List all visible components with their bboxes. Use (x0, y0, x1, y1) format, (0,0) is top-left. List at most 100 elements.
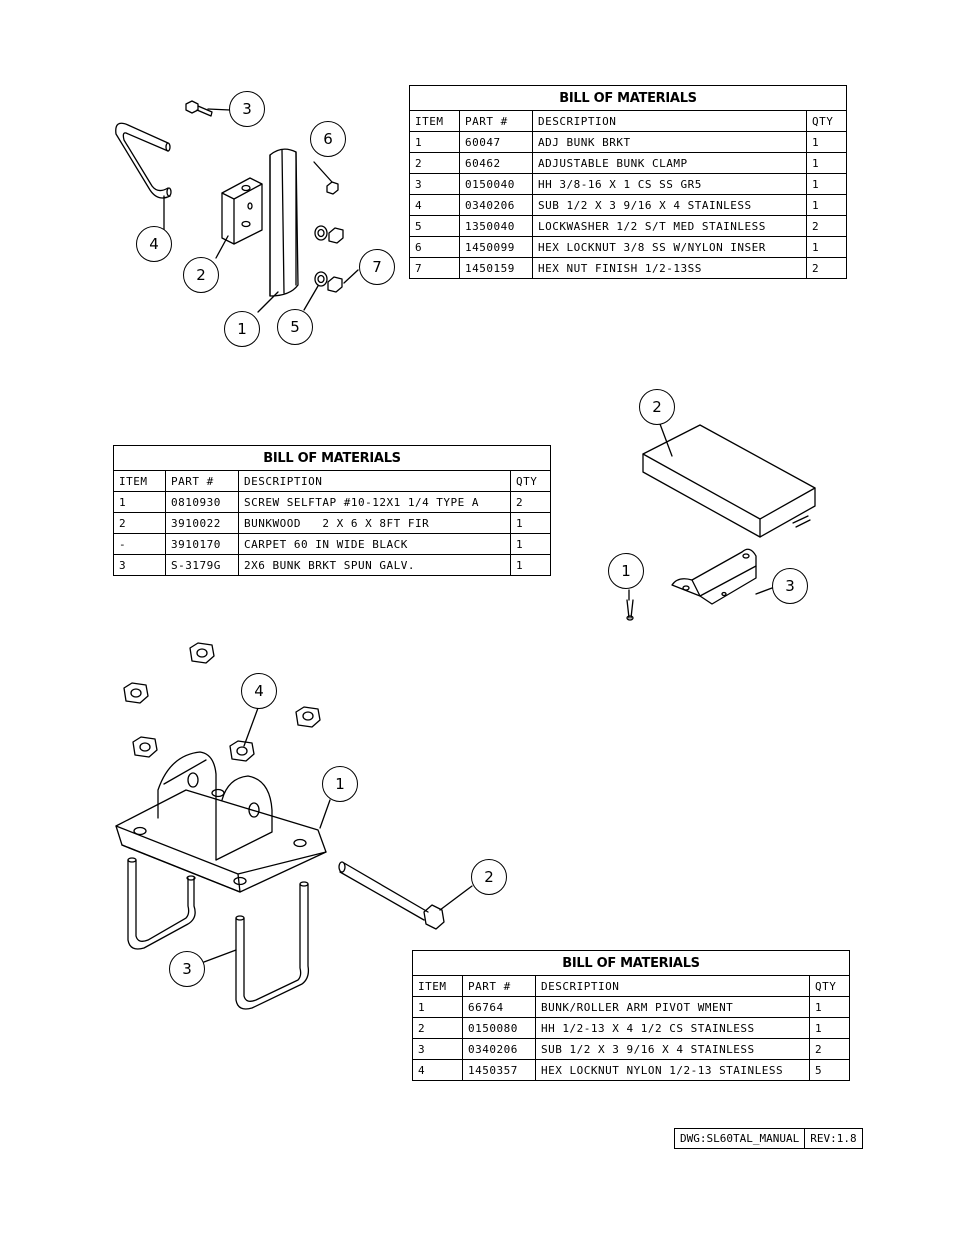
table-header-row: ITEM PART # DESCRIPTION QTY (412, 975, 850, 997)
description-cell: HH 1/2-13 X 4 1/2 CS STAINLESS (535, 1017, 810, 1039)
qty-cell: 1 (510, 533, 551, 555)
item-cell: 4 (409, 194, 460, 216)
description-cell: LOCKWASHER 1/2 S/T MED STAINLESS (532, 215, 807, 237)
qty-cell: 1 (806, 194, 847, 216)
leader-lines-2 (628, 423, 773, 601)
balloon-item: 3 (229, 91, 265, 127)
part-cell: 3910170 (165, 533, 239, 555)
item-cell: 4 (412, 1059, 463, 1081)
header-item: ITEM (113, 470, 166, 492)
pivot-bolt-drawing (338, 861, 445, 930)
description-cell: HEX NUT FINISH 1/2-13SS (532, 257, 807, 279)
revision: REV:1.8 (804, 1129, 861, 1148)
u-bolt-drawing-1 (115, 122, 172, 199)
item-cell: 1 (409, 131, 460, 153)
balloon-item: 4 (241, 673, 277, 709)
item-cell: 2 (113, 512, 166, 534)
header-item: ITEM (409, 110, 460, 132)
table-title: BILL OF MATERIALS (409, 85, 847, 111)
qty-cell: 5 (809, 1059, 850, 1081)
item-cell: 6 (409, 236, 460, 258)
description-cell: SCREW SELFTAP #10-12X1 1/4 TYPE A (238, 491, 511, 513)
description-cell: SUB 1/2 X 3 9/16 X 4 STAINLESS (532, 194, 807, 216)
description-cell: SUB 1/2 X 3 9/16 X 4 STAINLESS (535, 1038, 810, 1060)
balloon-item: 2 (471, 859, 507, 895)
nuts-drawing-1 (314, 181, 344, 293)
header-part: PART # (462, 975, 536, 997)
qty-cell: 2 (809, 1038, 850, 1060)
bill-of-materials-1: BILL OF MATERIALS ITEM PART # DESCRIPTIO… (409, 85, 847, 279)
bill-of-materials-3: BILL OF MATERIALS ITEM PART # DESCRIPTIO… (412, 950, 850, 1081)
bolt-drawing (185, 100, 213, 117)
qty-cell: 1 (806, 173, 847, 195)
item-cell: 2 (412, 1017, 463, 1039)
description-cell: BUNKWOOD 2 X 6 X 8FT FIR (238, 512, 511, 534)
table-title: BILL OF MATERIALS (412, 950, 850, 976)
part-cell: 66764 (462, 996, 536, 1018)
part-cell: 60047 (459, 131, 533, 153)
header-qty: QTY (809, 975, 850, 997)
balloon-item: 3 (772, 568, 808, 604)
part-cell: 0340206 (462, 1038, 536, 1060)
balloon-item: 3 (169, 951, 205, 987)
leader-lines-1 (163, 108, 359, 313)
qty-cell: 1 (806, 131, 847, 153)
item-cell: 3 (113, 554, 166, 576)
balloon-item: 6 (310, 121, 346, 157)
qty-cell: 2 (510, 491, 551, 513)
qty-cell: 2 (806, 215, 847, 237)
table-title: BILL OF MATERIALS (113, 445, 551, 471)
part-cell: 0150040 (459, 173, 533, 195)
part-cell: 1450357 (462, 1059, 536, 1081)
part-cell: 0810930 (165, 491, 239, 513)
part-cell: 0340206 (459, 194, 533, 216)
qty-cell: 1 (510, 512, 551, 534)
header-part: PART # (459, 110, 533, 132)
qty-cell: 1 (809, 996, 850, 1018)
item-cell: 1 (113, 491, 166, 513)
bunk-bracket-drawing (269, 148, 299, 297)
description-cell: HEX LOCKNUT 3/8 SS W/NYLON INSER (532, 236, 807, 258)
item-cell: 1 (412, 996, 463, 1018)
description-cell: BUNK/ROLLER ARM PIVOT WMENT (535, 996, 810, 1018)
table-header-row: ITEM PART # DESCRIPTION QTY (113, 470, 551, 492)
part-cell: 1350040 (459, 215, 533, 237)
part-cell: 0150080 (462, 1017, 536, 1039)
u-bolts-drawing-3 (127, 857, 310, 1010)
balloon-item: 7 (359, 249, 395, 285)
part-cell: 1450099 (459, 236, 533, 258)
description-cell: CARPET 60 IN WIDE BLACK (238, 533, 511, 555)
part-cell: 3910022 (165, 512, 239, 534)
bunk-bracket-2-drawing (671, 548, 757, 605)
item-cell: - (113, 533, 166, 555)
qty-cell: 2 (806, 257, 847, 279)
item-cell: 2 (409, 152, 460, 174)
bunkwood-drawing (642, 424, 816, 538)
qty-cell: 1 (809, 1017, 850, 1039)
pivot-weldment-drawing (115, 751, 327, 893)
part-cell: 60462 (459, 152, 533, 174)
bill-of-materials-2: BILL OF MATERIALS ITEM PART # DESCRIPTIO… (113, 445, 551, 576)
header-description: DESCRIPTION (532, 110, 807, 132)
part-cell: S-3179G (165, 554, 239, 576)
balloon-item: 2 (639, 389, 675, 425)
balloon-item: 5 (277, 309, 313, 345)
description-cell: HEX LOCKNUT NYLON 1/2-13 STAINLESS (535, 1059, 810, 1081)
description-cell: ADJ BUNK BRKT (532, 131, 807, 153)
item-cell: 3 (409, 173, 460, 195)
balloon-item: 1 (608, 553, 644, 589)
table-header-row: ITEM PART # DESCRIPTION QTY (409, 110, 847, 132)
qty-cell: 1 (806, 236, 847, 258)
header-qty: QTY (806, 110, 847, 132)
